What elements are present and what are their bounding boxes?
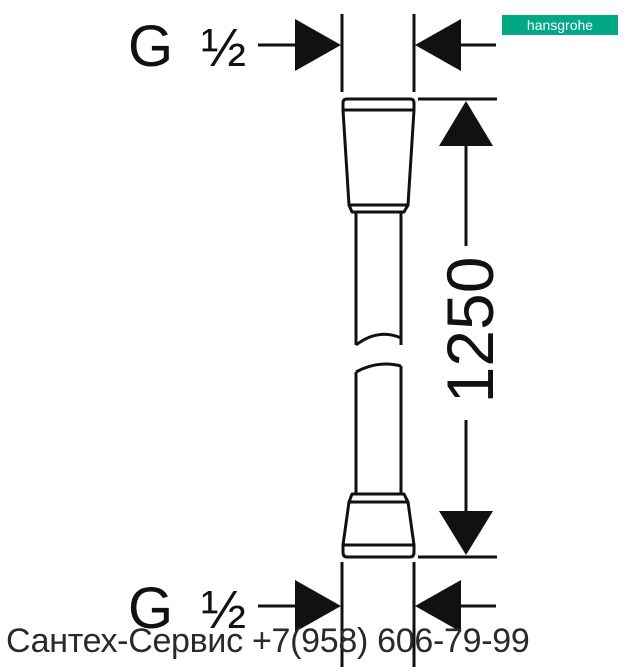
bottom-nut xyxy=(341,500,416,559)
top-nut xyxy=(341,97,416,207)
length-arrow-down xyxy=(439,511,493,555)
top-arrow-right xyxy=(295,19,341,71)
break-lower xyxy=(355,362,402,374)
thread-fraction-bottom: ½ xyxy=(201,580,247,640)
bottom-arrow-right xyxy=(295,580,341,632)
top-arrow-left xyxy=(415,19,461,71)
brand-logo: hansgrohe xyxy=(502,15,618,35)
break-upper xyxy=(355,332,402,347)
thread-letter-bottom: G xyxy=(128,576,174,641)
top-sleeve xyxy=(347,204,410,214)
hose-length-label: 1250 xyxy=(432,250,508,410)
thread-letter-top: G xyxy=(128,14,174,79)
dealer-watermark: Сантех-Сервис +7(958) 606-79-99 xyxy=(6,622,530,660)
thread-fraction-top: ½ xyxy=(201,18,247,78)
length-arrow-up xyxy=(439,101,493,146)
bottom-arrow-left xyxy=(415,580,461,632)
